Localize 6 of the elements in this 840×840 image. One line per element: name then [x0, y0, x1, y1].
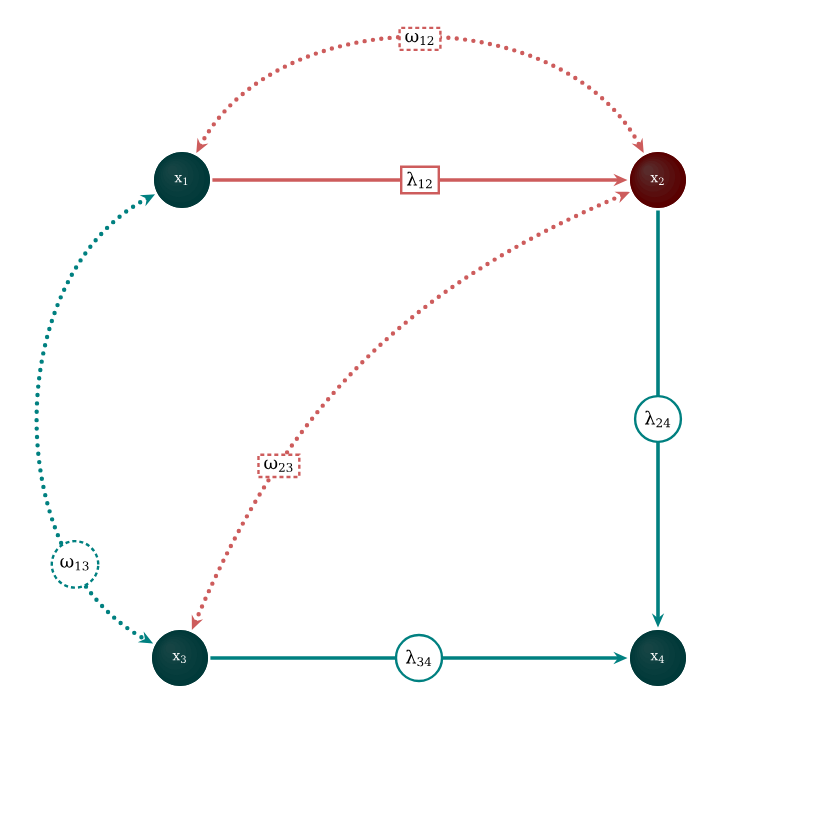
edge-label: λ$_{34}$ — [394, 633, 444, 683]
edge-label: λ$_{12}$ — [400, 165, 440, 195]
edge-label: λ$_{24}$ — [633, 394, 683, 444]
edge-label: ω$_{12}$ — [398, 26, 442, 52]
edge-label: ω$_{13}$ — [50, 539, 100, 589]
edge-label: ω$_{23}$ — [257, 453, 301, 479]
